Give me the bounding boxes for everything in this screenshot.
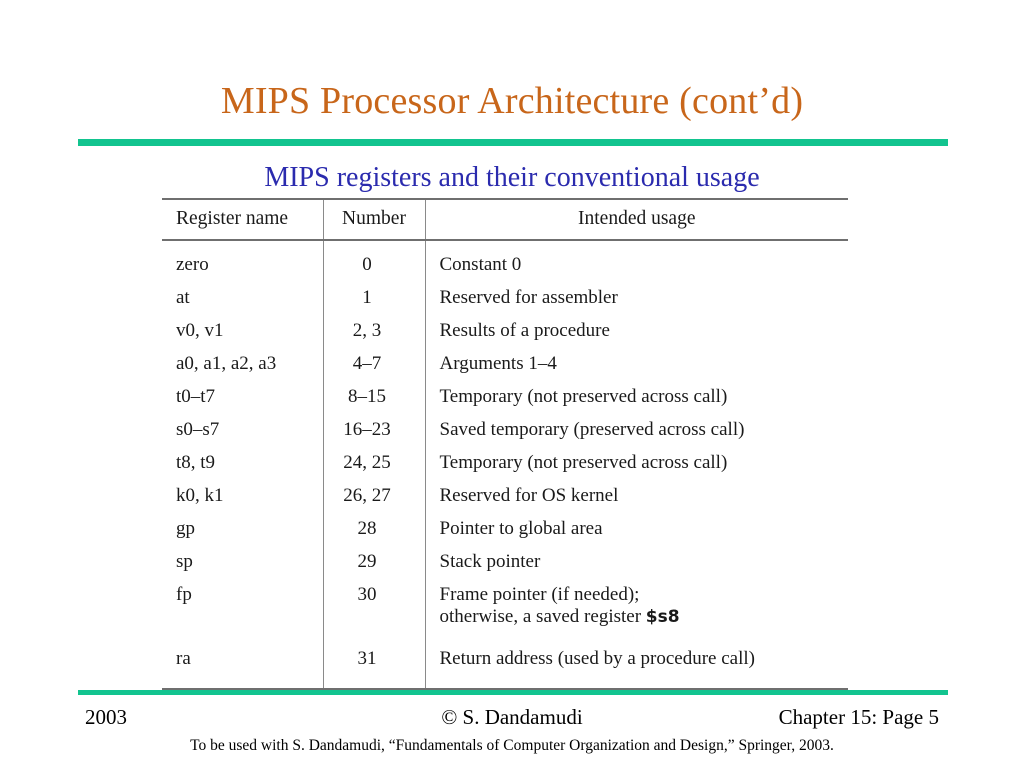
cell-intended-usage: Saved temporary (preserved across call)	[439, 418, 745, 440]
cell-register-name: ra	[162, 646, 324, 690]
cell-register-name: k0, k1	[162, 479, 324, 512]
cell-intended-usage: Pointer to global area	[439, 517, 603, 539]
cell-register-name: t8, t9	[162, 446, 324, 479]
cell-register-number: 26, 27	[323, 479, 426, 512]
page-subtitle: MIPS registers and their conventional us…	[264, 162, 760, 193]
usage-register-code: $s8	[645, 607, 680, 627]
cell-register-number: 24, 25	[323, 446, 426, 479]
cell-register-number: 29	[323, 545, 426, 578]
cell-register-name: a0, a1, a2, a3	[162, 347, 324, 380]
cell-intended-usage: Stack pointer	[439, 550, 541, 572]
footer: 2003 © S. Dandamudi Chapter 15: Page 5	[0, 703, 1024, 731]
cell-register-number: 30	[323, 578, 426, 646]
cell-register-name: sp	[162, 545, 324, 578]
divider-rule-top	[78, 139, 948, 146]
cell-register-name: at	[162, 281, 324, 314]
table-header-row: Register name Number Intended usage	[162, 198, 848, 241]
cell-register-name: fp	[162, 578, 324, 646]
usage-line-2: otherwise, a saved register $s8	[440, 606, 849, 628]
register-usage-table: Register name Number Intended usage zero…	[162, 198, 848, 690]
cell-intended-usage: Frame pointer (if needed);otherwise, a s…	[425, 578, 848, 646]
cell-intended-usage: Temporary (not preserved across call)	[439, 385, 728, 407]
page-title: MIPS Processor Architecture (cont’d)	[220, 80, 804, 122]
usage-line-1: Frame pointer (if needed);	[439, 584, 640, 605]
column-header-number: Number	[323, 198, 426, 241]
footer-copyright: © S. Dandamudi	[441, 705, 583, 729]
cell-register-number: 2, 3	[323, 314, 426, 347]
cell-register-number: 0	[323, 240, 426, 281]
divider-rule-bottom	[78, 690, 948, 695]
cell-intended-usage: Reserved for OS kernel	[439, 484, 619, 506]
cell-register-number: 16–23	[323, 413, 426, 446]
cell-register-number: 1	[323, 281, 426, 314]
footer-chapter-page: Chapter 15: Page 5	[778, 705, 939, 729]
cell-intended-usage: Constant 0	[439, 253, 522, 275]
cell-register-name: s0–s7	[162, 413, 324, 446]
column-header-register-name: Register name	[162, 198, 324, 241]
footer-year: 2003	[85, 705, 127, 729]
cell-register-name: gp	[162, 512, 324, 545]
cell-register-number: 4–7	[323, 347, 426, 380]
column-header-intended-usage: Intended usage	[425, 198, 848, 241]
cell-register-name: v0, v1	[162, 314, 324, 347]
cell-intended-usage: Temporary (not preserved across call)	[439, 451, 728, 473]
cell-register-number: 28	[323, 512, 426, 545]
usage-line-2-text: otherwise, a saved register	[439, 606, 646, 627]
cell-register-name: zero	[162, 240, 324, 281]
cell-intended-usage: Arguments 1–4	[439, 352, 557, 374]
footer-attribution: To be used with S. Dandamudi, “Fundament…	[190, 737, 834, 754]
cell-register-number: 8–15	[323, 380, 426, 413]
cell-register-number: 31	[323, 646, 426, 690]
cell-register-name: t0–t7	[162, 380, 324, 413]
cell-intended-usage: Results of a procedure	[439, 319, 610, 341]
cell-intended-usage: Reserved for assembler	[439, 286, 618, 308]
cell-intended-usage: Return address (used by a procedure call…	[425, 646, 848, 690]
